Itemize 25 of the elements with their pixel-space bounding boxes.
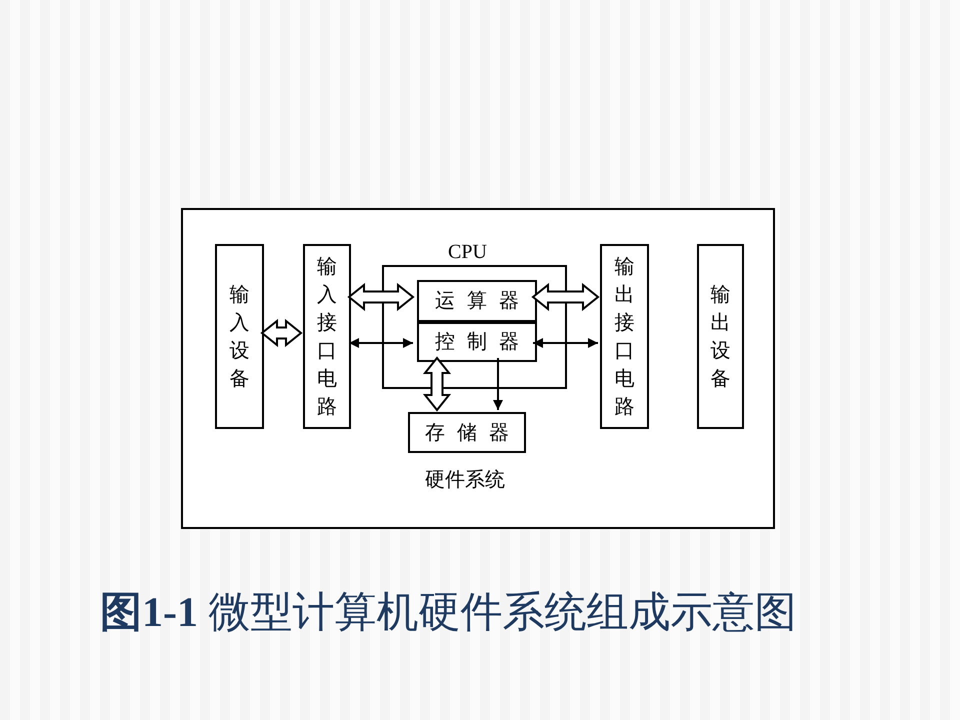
unit-box — [417, 280, 537, 322]
box-label: 输出设备 — [710, 282, 730, 392]
figure-title: 图1-1 微型计算机硬件系统组成示意图 — [100, 589, 796, 638]
device-box — [697, 244, 744, 429]
arrow — [493, 358, 503, 410]
bus-arrow — [531, 282, 600, 312]
group-label: 硬件系统 — [425, 470, 505, 490]
bus-arrow — [260, 318, 303, 348]
unit-box — [408, 412, 526, 453]
device-box — [303, 244, 351, 429]
bus-arrow — [422, 356, 452, 412]
unit-box — [417, 322, 537, 362]
bus-arrow — [347, 282, 415, 312]
box-label: 输入设备 — [230, 282, 250, 392]
arrow — [349, 338, 413, 348]
box-label: 输入接口电路 — [317, 254, 337, 420]
device-box — [215, 244, 264, 429]
system-frame — [181, 208, 775, 529]
box-label: 运算器 — [434, 291, 532, 311]
arrow — [533, 338, 598, 348]
group-label: CPU — [448, 242, 487, 262]
box-label: 存储器 — [424, 422, 522, 442]
box-label: 控制器 — [434, 332, 532, 352]
box-label: 输出接口电路 — [614, 254, 634, 420]
device-box — [600, 244, 649, 429]
